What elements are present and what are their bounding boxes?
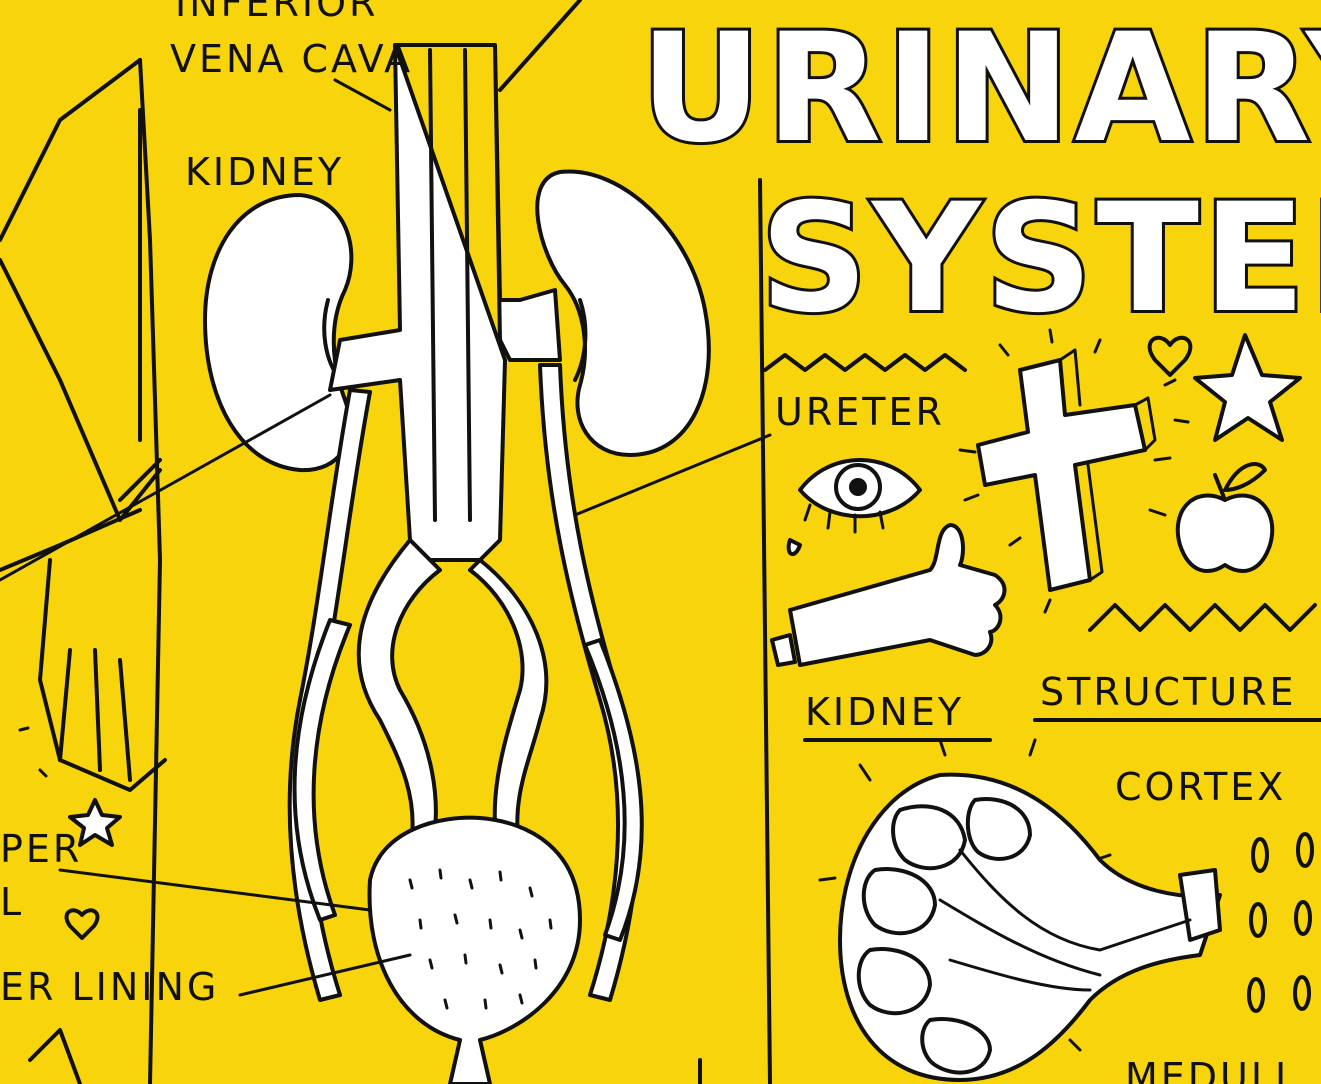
label-bladder-upper: PER bbox=[0, 827, 82, 871]
title: URINARY SYSTEM bbox=[637, 0, 1321, 349]
zigzag-icon bbox=[763, 353, 1317, 632]
kidney-cross-section bbox=[838, 772, 1222, 1082]
eye-icon bbox=[786, 458, 922, 556]
cross-icon bbox=[976, 348, 1157, 592]
leader-lines bbox=[0, 78, 772, 997]
left-kidney bbox=[203, 193, 354, 473]
label-bladder-l: L bbox=[0, 880, 24, 924]
label-kidney-structure-1: KIDNEY bbox=[805, 690, 964, 734]
label-medulla: MEDULL bbox=[1125, 1055, 1299, 1084]
label-vena-cava: VENA CAVA bbox=[170, 37, 413, 81]
vena-cava-and-aorta bbox=[287, 43, 644, 1002]
label-cortex: CORTEX bbox=[1115, 765, 1286, 809]
label-kidney: KIDNEY bbox=[185, 150, 344, 194]
medulla-drops bbox=[1247, 832, 1314, 1013]
label-inferior: INFERIOR bbox=[175, 0, 378, 25]
apple-icon bbox=[1175, 462, 1275, 573]
label-ureter: URETER bbox=[775, 390, 945, 434]
title-line-2: SYSTEM bbox=[760, 172, 1321, 346]
label-bladder-lining: ER LINING bbox=[0, 965, 219, 1009]
star-icon bbox=[68, 333, 1302, 847]
bladder bbox=[367, 815, 582, 1084]
heart-icon bbox=[64, 335, 1193, 940]
label-kidney-structure-2: STRUCTURE bbox=[1040, 670, 1297, 714]
sparkle-lines bbox=[818, 328, 1190, 1052]
right-kidney bbox=[535, 169, 711, 457]
thumbs-up-icon bbox=[770, 523, 1007, 667]
body-outline bbox=[0, 0, 772, 1084]
title-line-1: URINARY bbox=[640, 2, 1321, 176]
